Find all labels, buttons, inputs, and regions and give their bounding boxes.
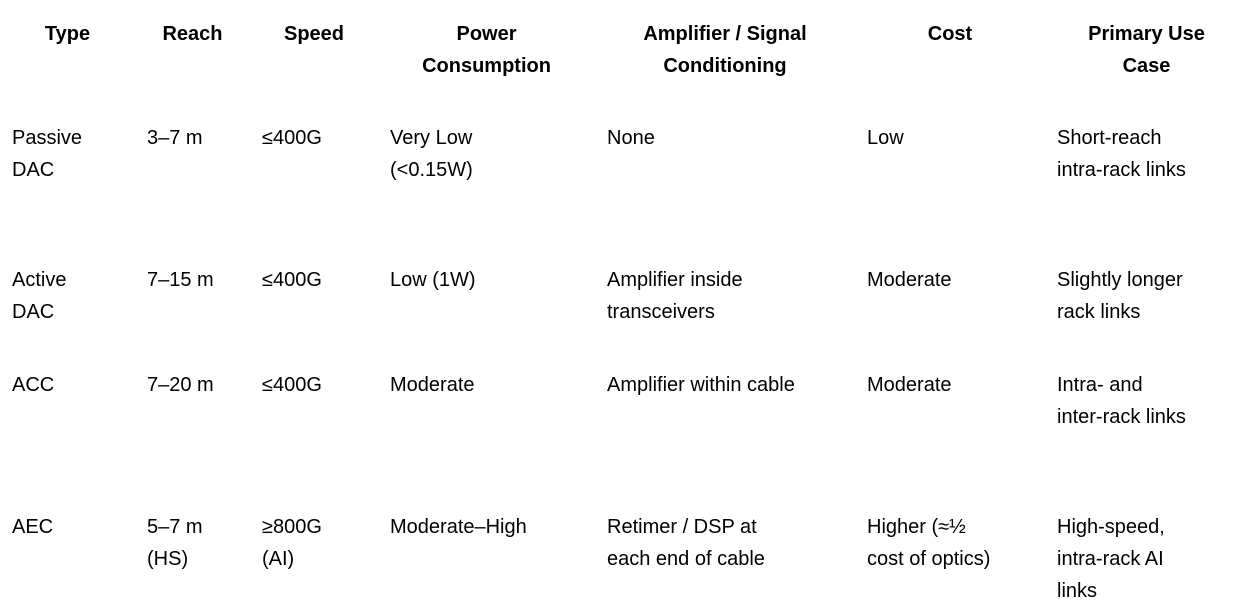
cell-power-consumption: Moderate–High — [390, 516, 527, 538]
cell-reach: 7–15 m — [147, 269, 214, 291]
table-header-row: Type Reach Speed Power Consumption Ampli… — [0, 0, 1248, 104]
cell-power-consumption: Moderate — [390, 374, 475, 396]
cell-reach: 3–7 m — [147, 127, 203, 149]
cell-speed: ≤400G — [262, 374, 322, 396]
cell-amplifier-signal-conditioning: Retimer / DSP at each end of cable — [607, 516, 765, 570]
cell-type: ACC — [12, 374, 55, 396]
cell-primary-use-case: Intra- and inter-rack links — [1057, 374, 1186, 428]
cell-type: Passive DAC — [12, 127, 83, 181]
table-row-active-dac: Active DAC 7–15 m ≤400G Low (1W) Amplifi… — [0, 246, 1248, 351]
cell-speed: ≥800G (AI) — [262, 516, 322, 570]
header-cell-primary-use-case: Primary Use Case — [1088, 23, 1205, 77]
cell-power-consumption: Low (1W) — [390, 269, 476, 291]
cell-cost: Low — [867, 127, 904, 149]
header-cell-power-consumption: Power Consumption — [422, 23, 551, 77]
cell-cost: Higher (≈½ cost of optics) — [867, 516, 991, 570]
cell-speed: ≤400G — [262, 127, 322, 149]
cell-amplifier-signal-conditioning: Amplifier within cable — [607, 374, 795, 396]
cell-amplifier-signal-conditioning: Amplifier inside transceivers — [607, 269, 743, 323]
cell-reach: 5–7 m (HS) — [147, 516, 203, 570]
cell-type: AEC — [12, 516, 54, 538]
table-row-passive-dac: Passive DAC 3–7 m ≤400G Very Low (<0.15W… — [0, 104, 1248, 246]
cell-cost: Moderate — [867, 374, 952, 396]
cell-amplifier-signal-conditioning: None — [607, 127, 655, 149]
cell-type: Active DAC — [12, 269, 67, 323]
header-cell-type: Type — [44, 23, 91, 45]
cell-cost: Moderate — [867, 269, 952, 291]
cell-primary-use-case: Slightly longer rack links — [1057, 269, 1183, 323]
header-cell-speed: Speed — [283, 23, 345, 45]
header-cell-amplifier-signal-conditioning: Amplifier / Signal Conditioning — [643, 23, 807, 77]
table-row-aec: AEC 5–7 m (HS) ≥800G (AI) Moderate–High … — [0, 493, 1248, 610]
cell-reach: 7–20 m — [147, 374, 214, 396]
cell-primary-use-case: Short-reach intra-rack links — [1057, 127, 1186, 181]
header-cell-reach: Reach — [162, 23, 223, 45]
table-row-acc: ACC 7–20 m ≤400G Moderate Amplifier with… — [0, 351, 1248, 493]
header-cell-cost: Cost — [927, 23, 973, 45]
cell-primary-use-case: High-speed, intra-rack AI links — [1057, 516, 1165, 602]
cell-speed: ≤400G — [262, 269, 322, 291]
cell-power-consumption: Very Low (<0.15W) — [390, 127, 473, 181]
